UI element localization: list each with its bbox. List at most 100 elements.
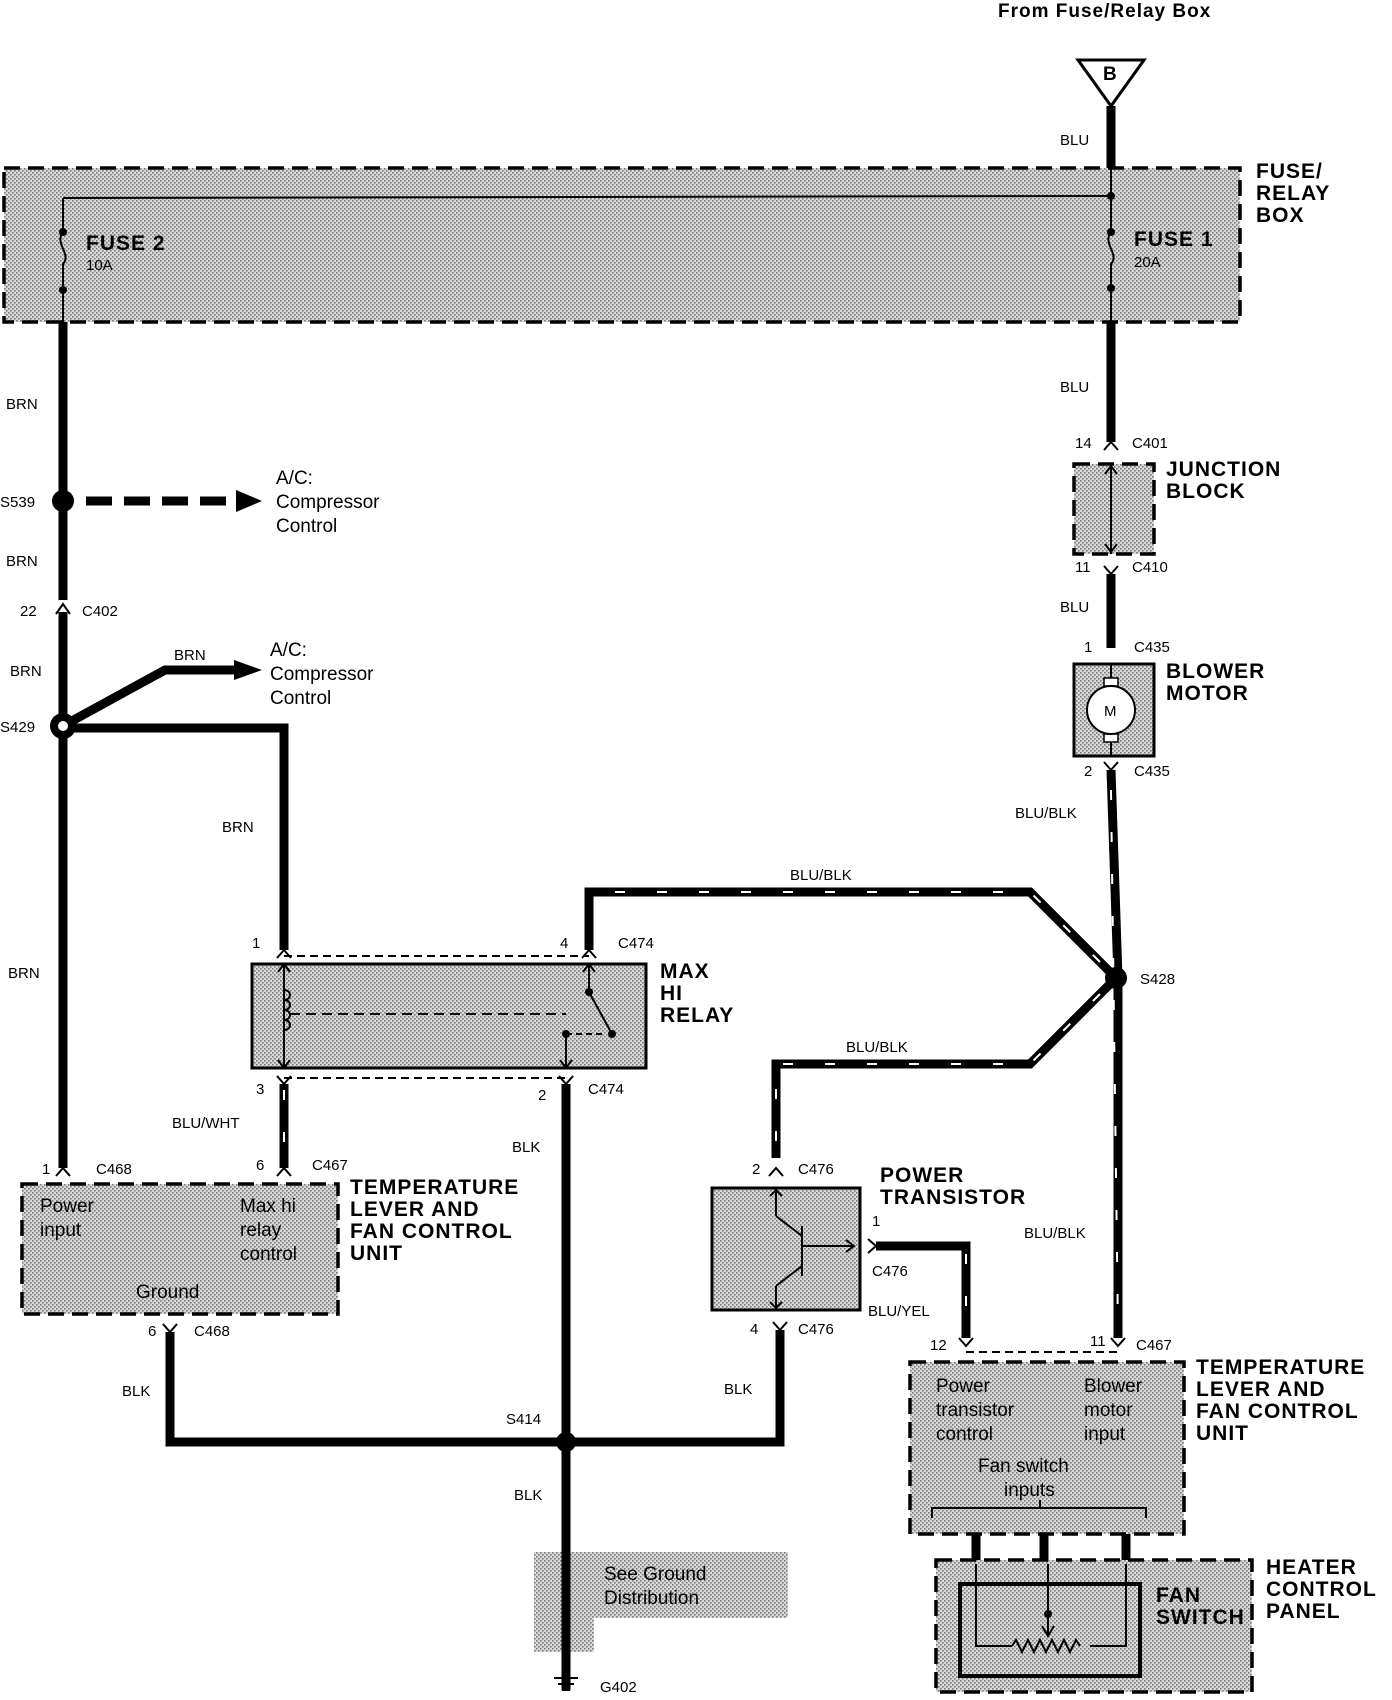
fuse2-rating: 10A <box>86 257 113 274</box>
heater-panel-title-1: HEATER <box>1266 1556 1357 1579</box>
wire-blu-blk-lower: BLU/BLK <box>846 1039 908 1056</box>
temp-left-title-1: TEMPERATURE <box>350 1176 519 1199</box>
splice-s414 <box>556 1432 576 1452</box>
temp-left-maxhi-2: relay <box>240 1220 282 1241</box>
heater-control-panel <box>934 1558 1254 1694</box>
temp-left-title-4: UNIT <box>350 1242 403 1265</box>
ac-compressor-2-line2: Compressor <box>270 664 374 685</box>
heater-panel-title-3: PANEL <box>1266 1600 1341 1623</box>
pin-11-c410: 11 <box>1075 559 1091 576</box>
wire-blu-wht: BLU/WHT <box>172 1115 240 1132</box>
ground-note-box <box>534 1552 788 1618</box>
pin-3-relay: 3 <box>256 1081 264 1098</box>
pin-4-relay: 4 <box>560 935 568 952</box>
pin-22-c402: 22 <box>20 603 37 620</box>
pin-14-c401: 14 <box>1075 435 1092 452</box>
temp-right-fs-1: Fan switch <box>978 1456 1069 1477</box>
wires-blu-blk-branches <box>584 887 1120 1158</box>
motor-symbol: M <box>1104 703 1117 720</box>
temp-left-maxhi-3: control <box>240 1244 297 1265</box>
splice-s414-label: S414 <box>506 1411 541 1428</box>
temp-left-title-3: FAN CONTROL <box>350 1220 513 1243</box>
wire-blk-ground: BLK <box>514 1487 542 1504</box>
connector-b-symbol: B <box>1075 58 1147 109</box>
connector-c402: C402 <box>82 603 118 620</box>
wires-relay-down <box>279 1084 571 1690</box>
splice-s429-label: S429 <box>0 719 35 736</box>
fuse1-name: FUSE 1 <box>1134 228 1214 251</box>
wire-blk-left: BLK <box>122 1383 150 1400</box>
pin-2-c476: 2 <box>752 1161 760 1178</box>
wire-blu-top: BLU <box>1060 132 1089 149</box>
max-hi-relay <box>250 955 648 1079</box>
connector-c474-top: C474 <box>618 935 654 952</box>
heater-panel-title-2: CONTROL <box>1266 1578 1377 1601</box>
pin-1-c468: 1 <box>42 1161 50 1178</box>
temp-right-pt-1: Power <box>936 1376 991 1397</box>
wire-brn-ac2: BRN <box>174 647 206 664</box>
wires-ground <box>165 1330 785 1447</box>
temp-right-title-2: LEVER AND <box>1196 1378 1326 1401</box>
pin-6-c468: 6 <box>148 1323 156 1340</box>
temp-right-title-4: UNIT <box>1196 1422 1249 1445</box>
pin-11-c467: 11 <box>1090 1333 1106 1350</box>
wire-brn-relay: BRN <box>222 819 254 836</box>
wire-blk-right-ground: BLK <box>724 1381 752 1398</box>
fuse-relay-box <box>2 160 1242 324</box>
splice-s539 <box>52 490 74 512</box>
ac-compressor-1-line3: Control <box>276 516 337 537</box>
blower-motor: M <box>1072 662 1156 758</box>
connector-c401: C401 <box>1132 435 1168 452</box>
ground-symbol <box>554 1677 578 1691</box>
temp-unit-right <box>908 1360 1186 1536</box>
connector-c435-top: C435 <box>1134 639 1170 656</box>
blower-motor-title-1: BLOWER <box>1166 660 1265 683</box>
temp-unit-left <box>20 1182 340 1316</box>
max-hi-relay-title-3: RELAY <box>660 1004 734 1027</box>
connector-c410: C410 <box>1132 559 1168 576</box>
splice-s428-label: S428 <box>1140 971 1175 988</box>
temp-right-bm-2: motor <box>1084 1400 1133 1421</box>
wire-blu-blk-upper: BLU/BLK <box>790 867 852 884</box>
connector-c474-bottom: C474 <box>588 1081 624 1098</box>
temp-left-maxhi-1: Max hi <box>240 1196 296 1217</box>
temp-left-title-2: LEVER AND <box>350 1198 480 1221</box>
wire-blu-blk-motor: BLU/BLK <box>1015 805 1077 822</box>
junction-block-title-1: JUNCTION <box>1166 458 1281 481</box>
source-label: From Fuse/Relay Box <box>998 1 1211 22</box>
max-hi-relay-title-1: MAX <box>660 960 710 983</box>
fuse1-rating: 20A <box>1134 254 1161 271</box>
wire-brn-4: BRN <box>8 965 40 982</box>
temp-right-bm-3: input <box>1084 1424 1126 1445</box>
temp-right-fs-2: inputs <box>1004 1480 1055 1501</box>
temp-right-title-3: FAN CONTROL <box>1196 1400 1359 1423</box>
fan-switch-label-1: FAN <box>1156 1584 1201 1607</box>
pin-1-c435: 1 <box>1084 639 1092 656</box>
temp-right-pt-2: transistor <box>936 1400 1015 1421</box>
connector-c476-right: C476 <box>872 1263 908 1280</box>
ground-note-1: See Ground <box>604 1564 706 1585</box>
wire-blu-yel: BLU/YEL <box>868 1303 930 1320</box>
temp-left-power-1: Power <box>40 1196 95 1217</box>
temp-right-pt-3: control <box>936 1424 993 1445</box>
wire-blu-low: BLU <box>1060 599 1089 616</box>
wires-right-column <box>1106 106 1123 1338</box>
pin-12-c467: 12 <box>930 1337 947 1354</box>
fuse2-name: FUSE 2 <box>86 232 166 255</box>
temp-left-power-2: input <box>40 1220 82 1241</box>
temp-left-ground: Ground <box>136 1282 199 1303</box>
ground-note-2: Distribution <box>604 1588 699 1609</box>
wire-blu-yel-path <box>876 1241 971 1338</box>
wire-brn-1: BRN <box>6 396 38 413</box>
wires-fan-switch <box>971 1534 1131 1560</box>
pin-6-c467: 6 <box>256 1157 264 1174</box>
power-transistor <box>710 1186 862 1312</box>
wire-blk-relay: BLK <box>512 1139 540 1156</box>
fuse-relay-box-title-2: RELAY <box>1256 182 1330 205</box>
fuse-relay-box-title-3: BOX <box>1256 204 1305 227</box>
wire-blu-mid: BLU <box>1060 379 1089 396</box>
connector-c476-top: C476 <box>798 1161 834 1178</box>
wires-left-column <box>58 322 289 1168</box>
pin-1-relay: 1 <box>252 935 260 952</box>
